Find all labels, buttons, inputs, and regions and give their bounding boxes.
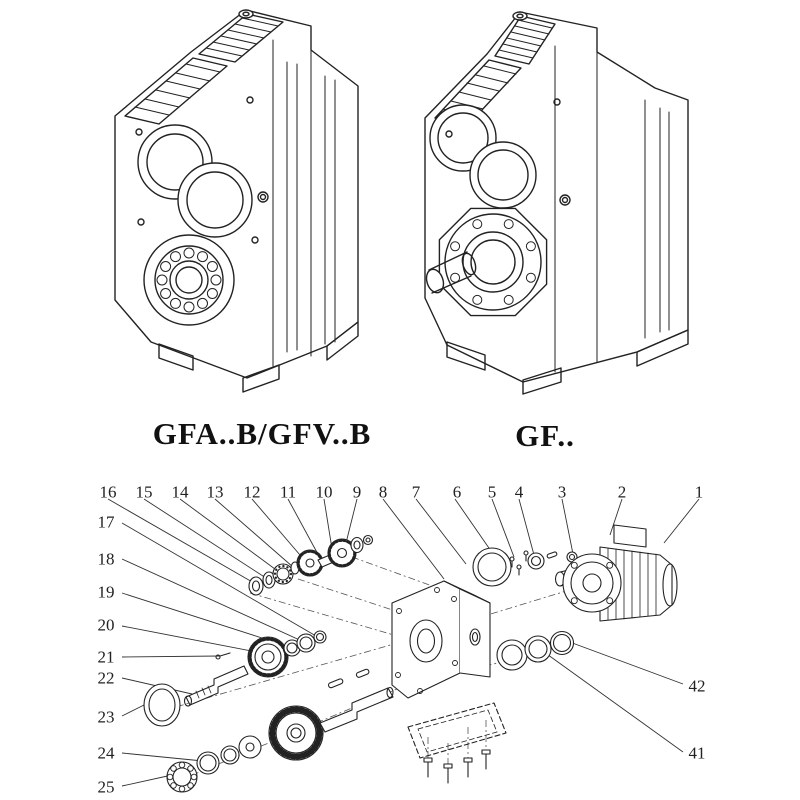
callout-part-42: 42 [688, 676, 706, 696]
input-shaft-parts [248, 534, 374, 596]
intermediate-gear-parts [215, 630, 327, 678]
housing [391, 580, 491, 699]
callout-part-7: 7 [411, 482, 421, 502]
base-gasket-and-bolts [407, 702, 507, 784]
callout-part-2: 2 [617, 482, 627, 502]
exploded-view-drawing [107, 498, 700, 793]
callout-part-9: 9 [352, 482, 362, 502]
callout-part-21: 21 [97, 647, 115, 667]
callout-part-22: 22 [97, 668, 115, 688]
callout-part-19: 19 [97, 582, 115, 602]
callout-part-1: 1 [694, 482, 704, 502]
callout-part-11: 11 [279, 482, 297, 502]
callout-part-23: 23 [97, 707, 115, 727]
callout-part-13: 13 [206, 482, 224, 502]
output-gear-shaft [268, 668, 394, 761]
retaining-rings [496, 630, 575, 671]
model-label-gf: GF.. [515, 418, 575, 453]
callout-part-16: 16 [99, 482, 117, 502]
gearbox-drawing-gf [424, 11, 689, 395]
callout-part-18: 18 [97, 549, 115, 569]
pinion-shaft [183, 665, 249, 707]
gearbox-drawing-gfab-gfvb [114, 9, 359, 393]
callout-part-14: 14 [171, 482, 189, 502]
callout-part-4: 4 [514, 482, 524, 502]
callout-part-25: 25 [97, 777, 115, 797]
callout-part-10: 10 [315, 482, 333, 502]
callout-part-8: 8 [378, 482, 388, 502]
callout-part-5: 5 [487, 482, 497, 502]
model-label-gfab-gfvb: GFA..B/GFV..B [152, 416, 372, 451]
callout-part-12: 12 [243, 482, 261, 502]
callout-part-6: 6 [452, 482, 462, 502]
flange-gasket-parts [472, 547, 578, 587]
lower-bearing-parts [143, 683, 262, 793]
callout-part-41: 41 [688, 743, 706, 763]
callout-part-20: 20 [97, 615, 115, 635]
callout-part-24: 24 [97, 743, 115, 763]
callout-part-3: 3 [557, 482, 567, 502]
callout-part-15: 15 [135, 482, 153, 502]
callout-part-17: 17 [97, 512, 115, 532]
motor [554, 524, 678, 622]
